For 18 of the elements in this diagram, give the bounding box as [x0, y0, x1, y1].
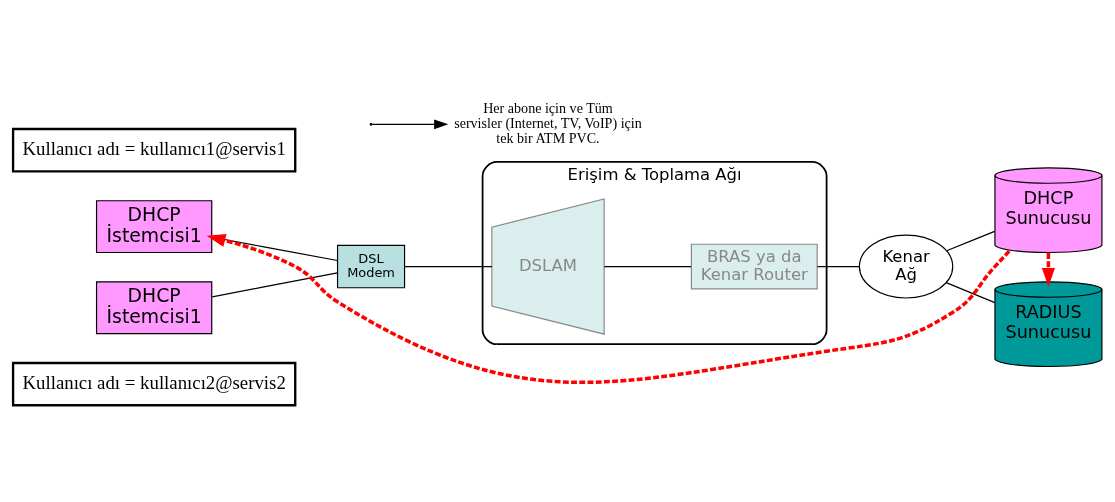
- node-box: DSL Modem: [336, 244, 406, 289]
- connector: [603, 266, 692, 268]
- connector: [211, 272, 338, 298]
- connector: [945, 282, 996, 304]
- connector: [816, 266, 860, 268]
- arrow: [1041, 253, 1056, 287]
- connector: [946, 230, 996, 252]
- node-box: DSLAM: [491, 198, 605, 335]
- arrow: [371, 119, 449, 130]
- node-box: DHCP İstemcisi1: [95, 200, 213, 254]
- node-box: Kullanıcı adı = kullanıcı1@servis1: [11, 127, 297, 173]
- arrow: [206, 233, 1011, 384]
- node-box: Kullanıcı adı = kullanıcı2@servis2: [11, 361, 297, 407]
- connector: [404, 266, 493, 268]
- node-ellipse: Kenar Ağ: [858, 234, 954, 299]
- node-box: DHCP İstemcisi1: [95, 281, 213, 335]
- node-box: BRAS ya da Kenar Router: [690, 243, 818, 290]
- node-text: Her abone için ve Tüm servisler (Internet, TV, VoIP) için tek bir ATM PVC.: [454, 99, 642, 147]
